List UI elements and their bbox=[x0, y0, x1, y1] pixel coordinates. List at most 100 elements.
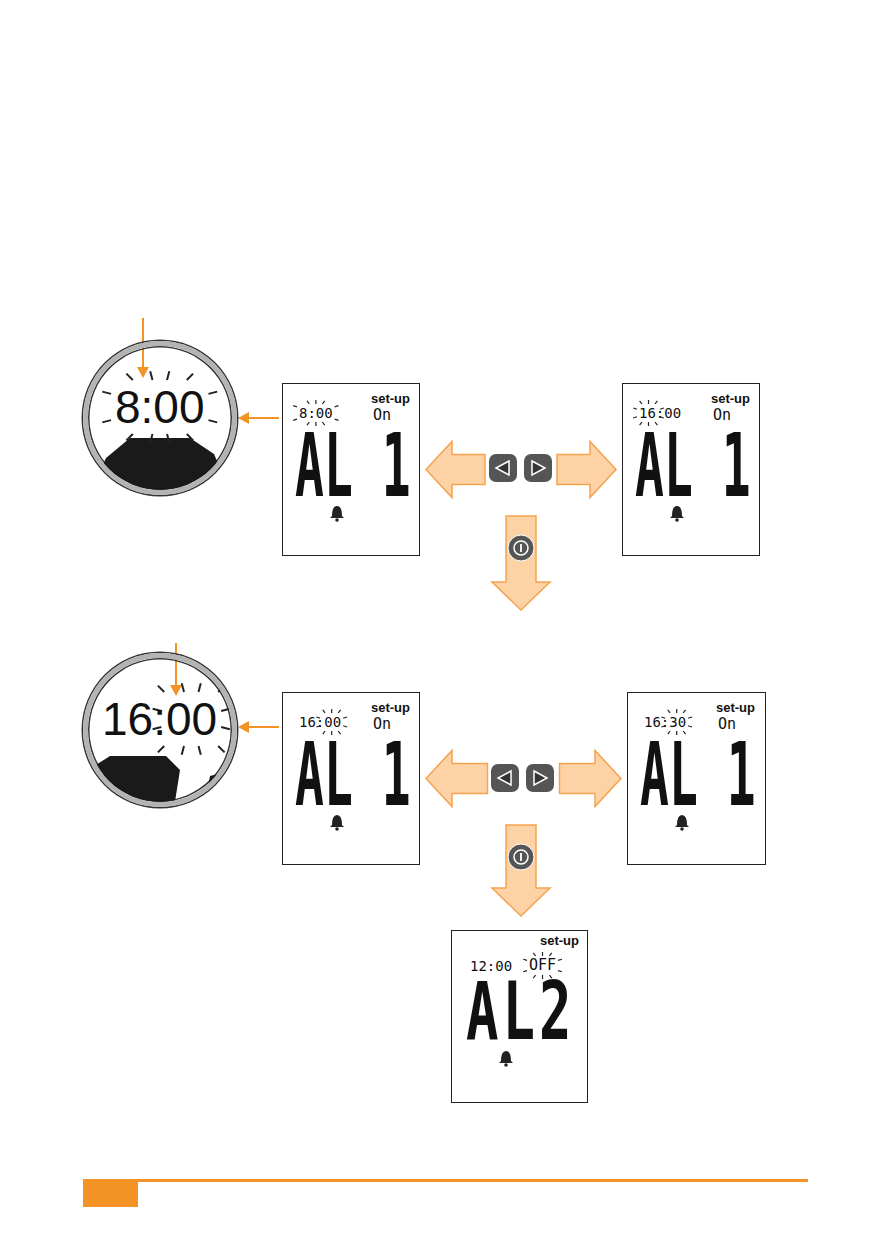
alarm-readout: AL 1 bbox=[295, 422, 411, 508]
flash-ray bbox=[633, 408, 637, 409]
flash-ray bbox=[343, 717, 347, 718]
footer-rule bbox=[83, 1179, 808, 1182]
alarm-readout: AL2 bbox=[466, 971, 576, 1052]
flash-ray bbox=[187, 374, 193, 380]
flash-ray bbox=[331, 709, 332, 713]
block-arrow bbox=[557, 442, 616, 498]
alarm-readout: AL 1 bbox=[640, 731, 756, 817]
flash-ray bbox=[335, 406, 339, 407]
lcd-screen: 16:00 set-upOnAL 1 bbox=[282, 692, 420, 865]
magnifier-circle: 8:00 bbox=[83, 341, 237, 495]
bell-clapper bbox=[675, 518, 679, 522]
flash-ray bbox=[150, 371, 152, 380]
flash-ray bbox=[293, 406, 297, 407]
lcd-screen: 16:00 set-upOnAL 1 bbox=[622, 383, 760, 556]
mode-label: set-up bbox=[716, 701, 755, 714]
bell-icon bbox=[499, 1051, 513, 1063]
block-arrow bbox=[560, 751, 622, 807]
flash-ray bbox=[221, 727, 230, 729]
power-button bbox=[508, 844, 534, 870]
time-readout: 16:00 bbox=[299, 715, 341, 729]
mode-label: set-up bbox=[540, 934, 579, 947]
flash-ray bbox=[523, 959, 527, 960]
flash-ray bbox=[549, 953, 551, 956]
left-button bbox=[489, 454, 517, 482]
flash-ray bbox=[102, 392, 111, 394]
meter-display-segment bbox=[88, 756, 180, 802]
left-button bbox=[491, 764, 519, 792]
connector bbox=[238, 721, 279, 733]
flash-ray bbox=[167, 371, 169, 380]
flash-ray bbox=[158, 686, 164, 692]
connector bbox=[426, 442, 616, 498]
flash-ray bbox=[199, 683, 201, 692]
connector bbox=[492, 516, 550, 610]
time-readout: 8:00 bbox=[299, 406, 333, 420]
right-button bbox=[524, 454, 552, 482]
leader-arrowhead bbox=[170, 685, 182, 696]
flash-ray bbox=[633, 417, 637, 418]
meter-display-segment bbox=[88, 438, 232, 490]
block-arrow bbox=[492, 516, 550, 610]
block-arrow bbox=[492, 825, 550, 916]
flash-ray bbox=[322, 401, 324, 404]
flash-ray bbox=[676, 709, 677, 713]
flash-ray bbox=[648, 400, 649, 404]
flash-ray bbox=[688, 726, 692, 727]
page-number-tab bbox=[83, 1179, 138, 1207]
leader-arrowhead bbox=[137, 367, 149, 378]
bell-clapper bbox=[335, 827, 339, 831]
flash-ray bbox=[218, 686, 224, 692]
lcd-screen: 8:00set-upOnAL 1 bbox=[282, 383, 420, 556]
status-readout: On bbox=[713, 408, 731, 423]
flash-ray bbox=[668, 710, 670, 713]
leader-line bbox=[248, 726, 279, 728]
status-readout: On bbox=[373, 717, 391, 732]
time-readout: 16:00 bbox=[639, 406, 681, 420]
mode-label: set-up bbox=[711, 392, 750, 405]
flash-ray bbox=[335, 419, 339, 420]
flash-ray bbox=[542, 952, 543, 956]
magnified-time: 8:00 bbox=[115, 384, 205, 430]
leader-line bbox=[248, 417, 279, 419]
flash-ray bbox=[221, 709, 230, 711]
flash-ray bbox=[558, 959, 562, 960]
flash-ray bbox=[209, 420, 218, 422]
time-readout: 16:30 bbox=[644, 715, 686, 729]
connector bbox=[238, 412, 279, 424]
mode-label: set-up bbox=[371, 392, 410, 405]
lcd-screen: 12:00set-upOFFAL2 bbox=[451, 930, 588, 1103]
mode-label: set-up bbox=[371, 701, 410, 714]
meter-display-segment bbox=[204, 770, 232, 802]
alarm-readout: AL 1 bbox=[635, 422, 751, 508]
flash-ray bbox=[102, 420, 111, 422]
flash-ray bbox=[182, 683, 184, 692]
leader-arrowhead bbox=[238, 412, 249, 424]
flash-ray bbox=[182, 746, 184, 755]
flash-ray bbox=[688, 717, 692, 718]
flash-ray bbox=[209, 392, 218, 394]
status-readout: On bbox=[718, 717, 736, 732]
flash-ray bbox=[655, 401, 657, 404]
flash-ray bbox=[167, 434, 169, 443]
flash-ray bbox=[150, 434, 152, 443]
block-arrow bbox=[426, 442, 485, 498]
block-arrow bbox=[426, 751, 488, 807]
flash-ray bbox=[126, 374, 132, 380]
bell-clapper bbox=[680, 827, 684, 831]
flash-ray bbox=[126, 434, 132, 440]
flash-ray bbox=[683, 710, 685, 713]
alarm-readout: AL 1 bbox=[295, 731, 411, 817]
leader-line bbox=[175, 643, 177, 686]
flash-ray bbox=[343, 726, 347, 727]
flash-ray bbox=[323, 710, 325, 713]
flash-ray bbox=[218, 746, 224, 752]
bell-clapper bbox=[335, 518, 339, 522]
magnifier-circle: 16:00 bbox=[83, 653, 237, 807]
flash-ray bbox=[338, 710, 340, 713]
right-button bbox=[526, 764, 554, 792]
